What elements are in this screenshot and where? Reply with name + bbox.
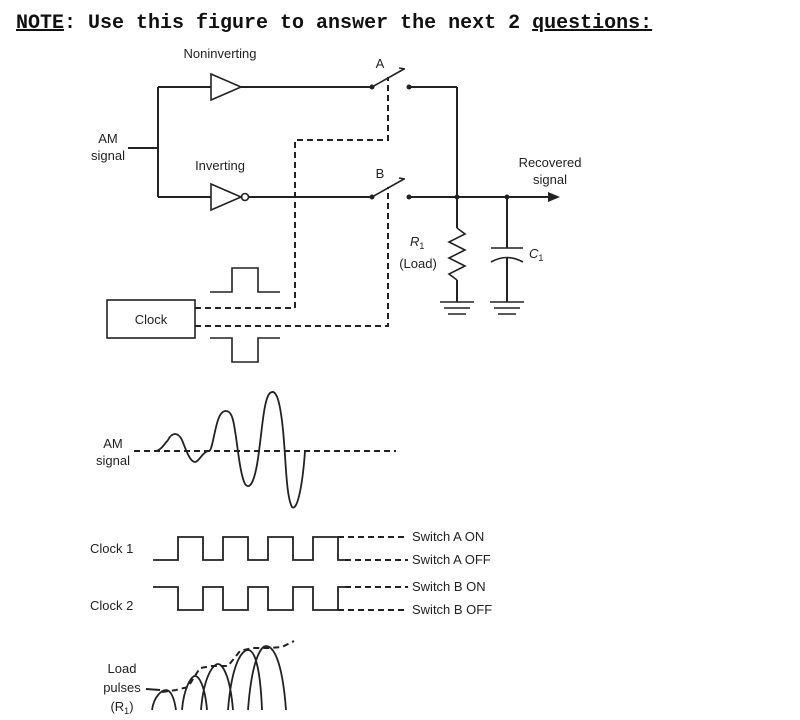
clock2-label: Clock 2 (90, 598, 133, 613)
clock-pulse-positive-icon (210, 267, 280, 293)
inverting-amplifier-icon (210, 182, 244, 212)
am-wave-label-line2: signal (96, 453, 130, 468)
inverting-bubble-icon (240, 192, 250, 202)
note-middle: : Use this figure to answer the next 2 (64, 12, 533, 35)
clock-label: Clock (135, 312, 168, 327)
switch-b-on-label: Switch B ON (412, 579, 486, 594)
load-pulses-wave (151, 645, 287, 711)
note-heading: NOTE: Use this figure to answer the next… (16, 12, 652, 35)
r1-load-label: (Load) (399, 256, 437, 271)
r1-symbol: R (410, 234, 419, 249)
clock1-label: Clock 1 (90, 541, 133, 556)
load-label-line1: Load (108, 661, 137, 676)
inverting-label: Inverting (195, 158, 245, 173)
c1-symbol: C (529, 246, 539, 261)
load-envelope-dashed (161, 640, 295, 693)
resistor-r1-icon (447, 227, 467, 281)
r1-subscript: 1 (419, 241, 424, 251)
switch-b-off-label: Switch B OFF (412, 602, 492, 617)
switch-a-on-label: Switch A ON (412, 529, 484, 544)
r1-label: R1 (410, 234, 424, 251)
switch-b-arrow-icon (398, 177, 406, 180)
load-r-open: (R (110, 699, 124, 714)
clock-box (106, 299, 196, 339)
recovered-label-line2: signal (533, 172, 567, 187)
ground-icon-capacitor (490, 301, 524, 315)
am-input-label-line2: signal (91, 148, 125, 163)
noninverting-label: Noninverting (184, 46, 257, 61)
clock2-wave (153, 586, 345, 611)
ground-icon-resistor (440, 301, 474, 315)
load-label-line2: pulses (103, 680, 141, 695)
capacitor-plate-bottom-icon (490, 256, 524, 263)
load-label-leader (145, 688, 161, 691)
load-r-close: ) (129, 699, 133, 714)
noninverting-amplifier-icon (210, 72, 244, 102)
c1-subscript: 1 (538, 253, 543, 263)
am-signal-wave (154, 391, 306, 509)
switch-a-label: A (376, 56, 385, 71)
note-tail: questions: (532, 12, 653, 35)
waveform-diagram: AM signal Clock 1 Switch A ON Switch A O… (90, 391, 492, 716)
note-lead: NOTE (16, 12, 65, 35)
recovered-label-line1: Recovered (519, 155, 582, 170)
circuit-diagram: Noninverting Inverting AM signal A B Rec… (91, 46, 582, 363)
c1-label: C1 (529, 246, 543, 263)
load-label-line3: (R1) (110, 699, 133, 716)
switch-a-off-label: Switch A OFF (412, 552, 491, 567)
am-wave-label-line1: AM (103, 436, 123, 451)
output-arrow-icon (548, 192, 560, 202)
clock-pulse-negative-icon (210, 337, 280, 363)
clock-to-switch-a-dashed (195, 77, 389, 309)
clock1-wave (153, 536, 345, 561)
load-r-subscript: 1 (124, 706, 129, 716)
switch-b-label: B (376, 166, 385, 181)
am-input-label-line1: AM (98, 131, 118, 146)
switch-a-arrow-icon (398, 67, 406, 70)
clock-to-switch-b-dashed (195, 187, 389, 327)
